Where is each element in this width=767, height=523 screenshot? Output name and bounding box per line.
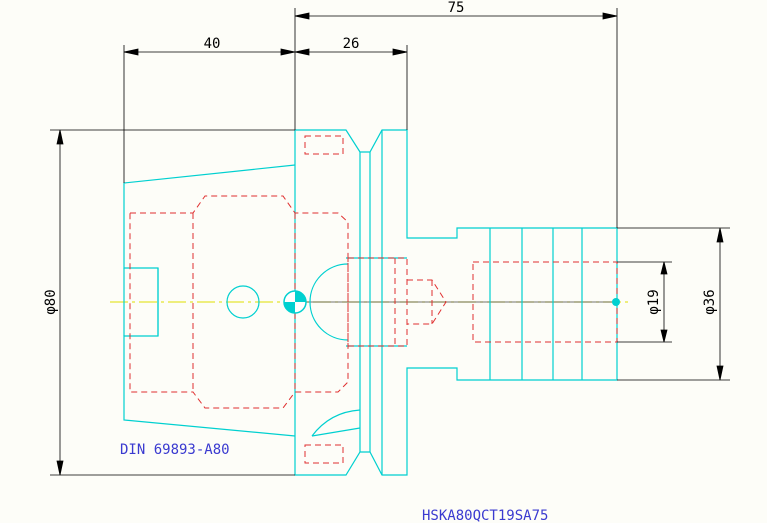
dim-bore-diameter: φ19 xyxy=(646,289,662,314)
standard-note: DIN 69893-A80 xyxy=(120,442,230,458)
dimension-lines xyxy=(50,8,730,476)
dim-overall-length: 75 xyxy=(448,0,465,16)
dim-flange-diameter: φ80 xyxy=(43,289,59,314)
dim-taper-length: 40 xyxy=(204,36,221,52)
part-number-note: HSKA80QCT19SA75 xyxy=(422,508,548,523)
dim-shank-diameter: φ36 xyxy=(702,289,718,314)
center-marker xyxy=(283,290,307,314)
end-marker xyxy=(612,298,620,306)
hidden-lines xyxy=(129,135,618,464)
dim-flange-length: 26 xyxy=(343,36,360,52)
